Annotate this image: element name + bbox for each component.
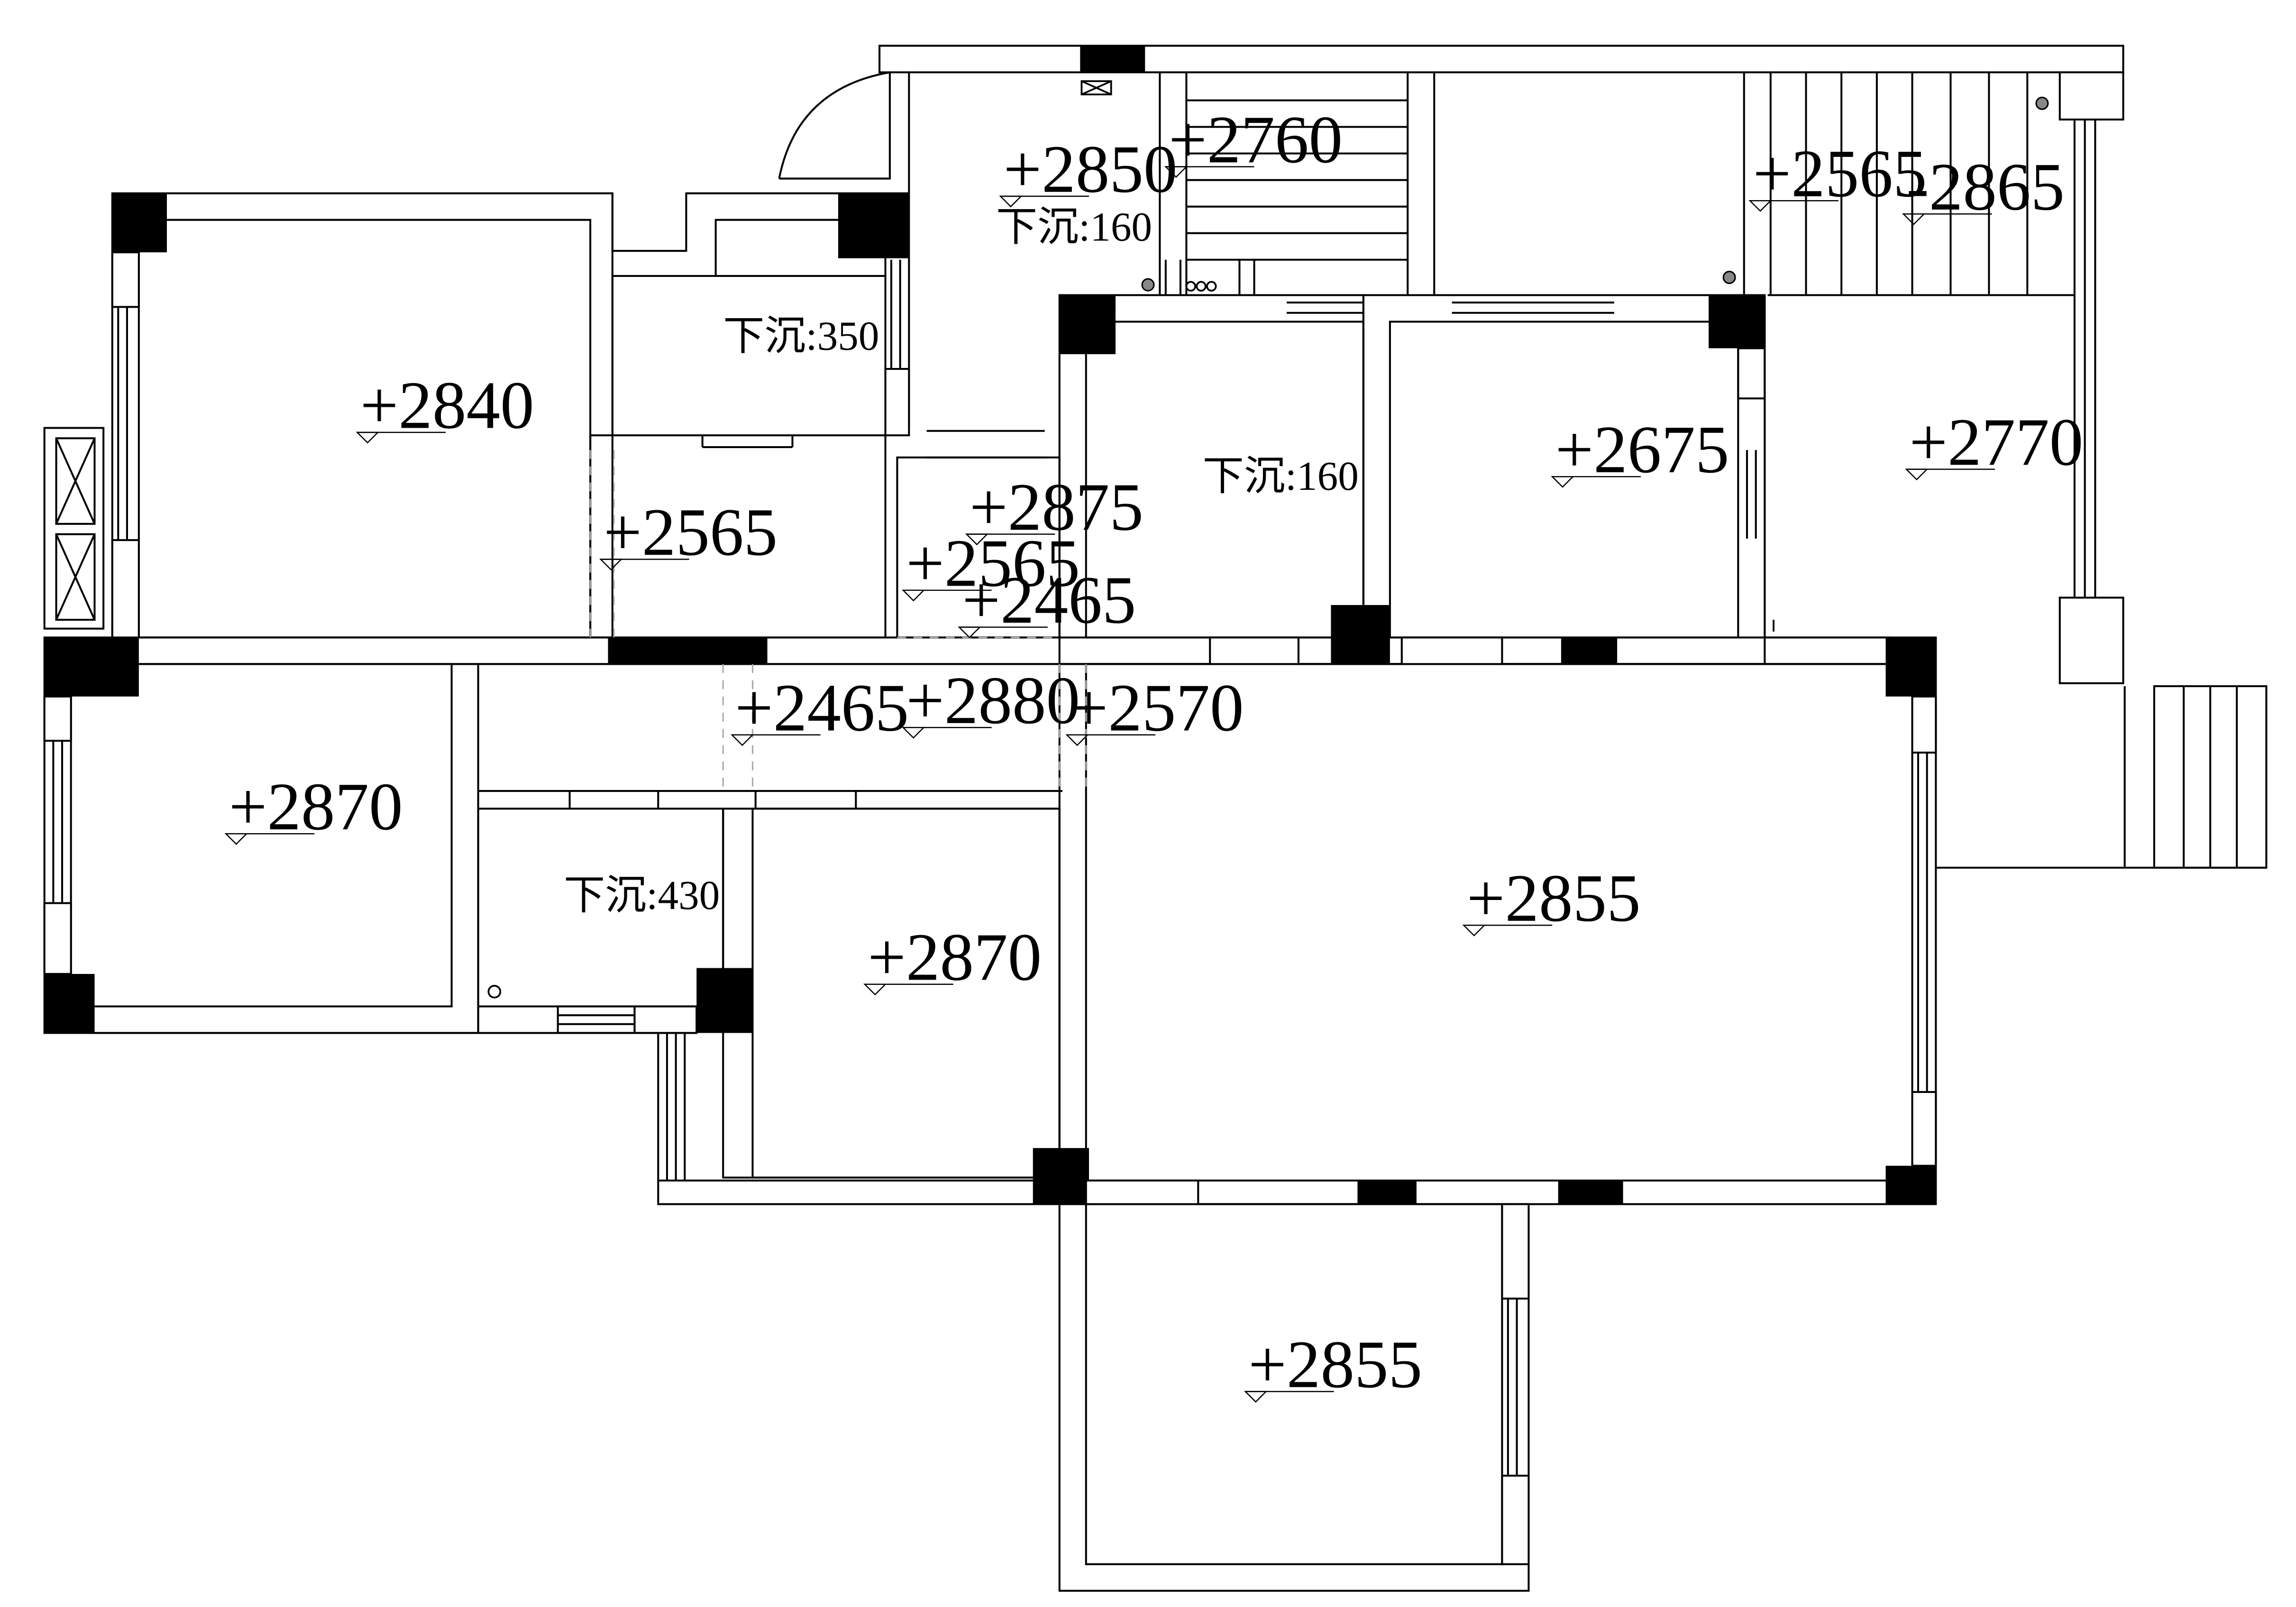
level-triangle-icon <box>863 983 887 996</box>
level-label: +2675 <box>1555 412 1729 487</box>
level-mark-balcony-e: +2770 <box>1905 404 2083 481</box>
note-kitchen-sink: 下沉:160 <box>996 203 1152 249</box>
level-triangle-icon <box>1748 200 1772 212</box>
level-mark-bedroom-w: +2870 <box>224 769 403 845</box>
level-mark-hall-b: +2565 <box>901 525 1080 602</box>
level-label: +2465 <box>962 562 1136 637</box>
level-mark-terrace-b: -2865 <box>1902 149 2065 225</box>
level-mark-corridor-c: +2570 <box>1065 670 1244 746</box>
level-triangle-icon <box>224 833 248 845</box>
level-label: +2840 <box>360 367 534 442</box>
note-bath-w-sink: 下沉:430 <box>564 872 720 918</box>
level-triangle-icon <box>965 533 989 546</box>
threshold-lines <box>589 450 1087 791</box>
level-label: +2855 <box>1248 1326 1422 1402</box>
level-triangle-icon <box>999 195 1023 208</box>
level-label: +2870 <box>868 919 1042 994</box>
level-triangle-icon <box>1902 213 1926 225</box>
level-label: +2880 <box>906 662 1080 738</box>
level-label: +2875 <box>970 469 1143 544</box>
level-triangle-icon <box>901 589 925 602</box>
level-label: +2565 <box>1753 136 1927 211</box>
level-label: +2565 <box>604 494 778 569</box>
note-bath-c-sink: 下沉:160 <box>1203 453 1359 499</box>
level-label: +2570 <box>1070 670 1244 745</box>
level-mark-terrace-a: +2565 <box>1748 136 1927 212</box>
level-triangle-icon <box>599 559 623 571</box>
level-mark-hall-c: +2465 <box>958 562 1136 639</box>
level-mark-balcony-s: +2855 <box>1244 1326 1422 1403</box>
level-triangle-icon <box>1551 476 1574 488</box>
level-triangle-icon <box>901 726 925 739</box>
level-label: -2865 <box>1906 149 2065 224</box>
level-triangle-icon <box>1462 924 1486 937</box>
level-label: +2870 <box>229 769 403 844</box>
level-mark-living: +2855 <box>1462 860 1641 937</box>
level-label: +2565 <box>906 525 1080 600</box>
level-triangle-icon <box>1164 166 1188 178</box>
level-label: +2850 <box>1004 131 1178 207</box>
level-mark-stair-top: +2760 <box>1164 101 1343 178</box>
level-mark-bedroom-nw: +2840 <box>356 367 534 444</box>
level-label: +2465 <box>735 670 909 745</box>
level-triangle-icon <box>730 734 754 746</box>
level-triangle-icon <box>356 432 380 444</box>
note-bath-n-sink: 下沉:350 <box>723 313 879 359</box>
level-mark-corridor-b: +2880 <box>901 662 1080 739</box>
level-label: +2770 <box>1909 404 2083 479</box>
level-label: +2855 <box>1467 860 1641 936</box>
openings <box>43 251 1937 1565</box>
level-mark-corridor-a: +2465 <box>730 670 909 746</box>
level-mark-bedroom-s: +2870 <box>863 919 1042 996</box>
level-mark-corridor-n: +2565 <box>599 494 778 571</box>
fixtures <box>487 80 1775 999</box>
level-label: +2760 <box>1169 101 1343 177</box>
level-marks: +2850+2760+2565-2865+2840+2565+2875+2565… <box>224 101 2083 1403</box>
level-triangle-icon <box>1244 1391 1268 1403</box>
level-mark-balcony-top: +2850 <box>999 131 1178 208</box>
level-mark-hall-a: +2875 <box>965 469 1143 546</box>
notes: 下沉:160 下沉:350 下沉:160 下沉:430 <box>564 203 1359 918</box>
columns <box>44 46 1936 1204</box>
drains <box>1141 96 2049 292</box>
level-triangle-icon <box>958 626 981 639</box>
level-triangle-icon <box>1905 468 1929 481</box>
level-triangle-icon <box>1065 734 1089 746</box>
level-mark-bedroom-ne: +2675 <box>1551 412 1729 488</box>
